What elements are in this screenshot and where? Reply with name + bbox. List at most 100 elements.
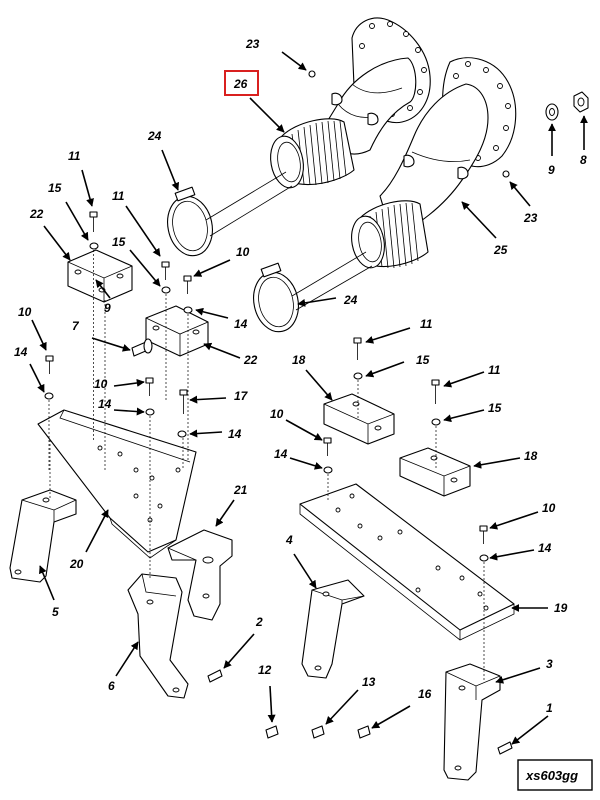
leader-6 xyxy=(115,641,139,677)
callout-20: 20 xyxy=(69,557,84,571)
bolt-17 xyxy=(179,389,188,414)
leader-10c xyxy=(113,378,145,387)
leader-23a xyxy=(281,51,307,71)
leader-16 xyxy=(371,705,411,729)
callout-6: 6 xyxy=(108,679,115,693)
leader-17 xyxy=(189,395,227,404)
callout-15c: 15 xyxy=(416,353,430,367)
bolt-10-c xyxy=(145,377,154,396)
leader-10b xyxy=(31,319,47,351)
leader-15c xyxy=(365,361,405,378)
callout-23a: 23 xyxy=(245,37,260,51)
bracket-6 xyxy=(127,573,189,699)
washer-15-b xyxy=(161,286,171,294)
leader-11b xyxy=(125,205,161,257)
bolt-10-e xyxy=(479,525,488,544)
bracket-21 xyxy=(167,529,233,621)
callout-18b: 18 xyxy=(524,449,538,463)
callout-22b: 22 xyxy=(243,353,258,367)
bolt-10-d xyxy=(323,437,332,456)
leader-23b xyxy=(509,181,531,207)
leader-22a xyxy=(43,225,71,261)
callout-16: 16 xyxy=(418,687,432,701)
washer-14-b xyxy=(44,392,54,400)
callout-3: 3 xyxy=(546,657,553,671)
callout-14d: 14 xyxy=(228,427,242,441)
bolt-1 xyxy=(497,741,513,755)
leader-10d xyxy=(285,419,323,441)
leader-14e xyxy=(289,457,323,470)
bracket-22-upper xyxy=(67,249,133,303)
leader-18a xyxy=(305,369,333,401)
callout-9b: 9 xyxy=(104,301,111,315)
leader-10a xyxy=(193,259,231,277)
bolt-2 xyxy=(207,669,223,683)
leader-4 xyxy=(293,553,317,589)
bolt-11-b xyxy=(161,261,170,280)
leader-22b xyxy=(203,342,241,359)
callout-11b: 11 xyxy=(112,189,125,203)
callout-10a: 10 xyxy=(236,245,250,259)
callout-14e: 14 xyxy=(274,447,288,461)
bellows-upper xyxy=(270,118,355,189)
leader-10e xyxy=(489,511,539,530)
bolt-10-a xyxy=(183,275,192,294)
washer-14-c xyxy=(145,408,155,416)
leader-14b xyxy=(29,363,45,393)
callout-15a: 15 xyxy=(48,181,62,195)
callout-10d: 10 xyxy=(270,407,284,421)
plug-23-lower xyxy=(502,170,510,178)
callout-14c: 14 xyxy=(98,397,112,411)
callout-10e: 10 xyxy=(542,501,556,515)
callout-14b: 14 xyxy=(14,345,28,359)
leader-18b xyxy=(473,457,521,469)
leader-14c xyxy=(113,407,145,416)
callout-2: 2 xyxy=(255,615,263,629)
bracket-5 xyxy=(9,489,77,583)
plug-23-upper xyxy=(308,70,316,78)
bolt-11-a xyxy=(89,211,98,232)
callout-23b: 23 xyxy=(523,211,538,225)
washer-9 xyxy=(545,103,559,121)
callout-14f: 14 xyxy=(538,541,552,555)
callout-14a: 14 xyxy=(234,317,248,331)
callout-21: 21 xyxy=(233,483,248,497)
callout-19: 19 xyxy=(554,601,568,615)
nut-8 xyxy=(573,91,589,113)
leader-3 xyxy=(495,667,541,684)
leader-15d xyxy=(443,409,485,423)
leader-7 xyxy=(91,337,131,352)
washer-15-a xyxy=(89,242,99,250)
clamp-upper xyxy=(167,186,213,257)
callout-10c: 10 xyxy=(94,377,108,391)
leader-14f xyxy=(489,549,535,561)
bolt-16 xyxy=(357,725,371,739)
callout-25: 25 xyxy=(493,243,508,257)
leader-14d xyxy=(189,429,223,438)
crossmember-19 xyxy=(299,483,515,641)
washer-14-a xyxy=(183,306,193,314)
callout-18a: 18 xyxy=(292,353,306,367)
leader-11a xyxy=(81,169,94,207)
bracket-18-left xyxy=(323,393,395,445)
callout-13: 13 xyxy=(362,675,376,689)
callout-24b: 24 xyxy=(343,293,358,307)
bolt-10-b xyxy=(45,355,54,374)
leader-9b xyxy=(95,279,111,299)
bracket-18-right xyxy=(399,447,471,497)
bolt-11-c xyxy=(353,337,362,360)
callout-7: 7 xyxy=(72,319,80,333)
washer-14-e xyxy=(323,466,333,474)
pin-7 xyxy=(131,338,153,357)
leader-15a xyxy=(65,201,89,241)
callout-11a: 11 xyxy=(68,149,81,163)
leader-11c xyxy=(365,327,411,344)
leader-5 xyxy=(39,565,55,601)
callout-22a: 22 xyxy=(29,207,44,221)
highlight-box-26 xyxy=(224,70,259,96)
leader-14a xyxy=(195,307,229,319)
leader-24a xyxy=(161,149,180,191)
leader-21 xyxy=(215,499,235,527)
leader-11d xyxy=(443,371,485,388)
